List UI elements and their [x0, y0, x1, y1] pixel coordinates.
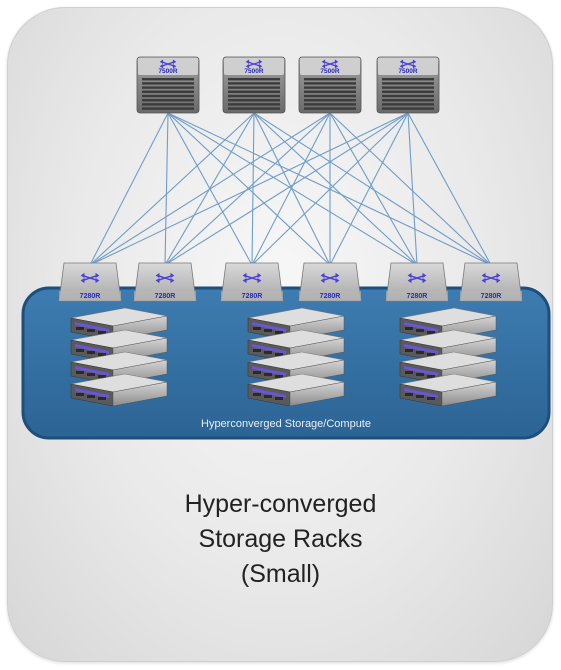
link-line: [329, 112, 409, 266]
switch-arrows-icon: [80, 272, 100, 284]
link-line: [329, 112, 418, 266]
leaf-switch-label: 7280R: [320, 293, 341, 300]
server-unit: [247, 373, 345, 407]
link-line: [164, 112, 169, 266]
server-stacks: [70, 307, 497, 407]
switch-arrows-icon: [407, 272, 427, 284]
leaf-switch: 7280R: [133, 262, 197, 302]
spine-switch-label: 7500R: [158, 68, 177, 75]
leaf-switch: 7280R: [58, 262, 122, 302]
spine-switches: 7500R 7500R 7500R 7500R: [136, 56, 440, 114]
leaf-switch: 7280R: [298, 262, 362, 302]
spine-switch: 7500R: [222, 56, 286, 114]
link-line: [164, 112, 331, 266]
spine-switch: 7500R: [136, 56, 200, 114]
link-line: [89, 112, 255, 266]
spine-switch-label: 7500R: [244, 68, 263, 75]
rack-box-label: Hyperconverged Storage/Compute: [201, 418, 371, 430]
leaf-switch: 7280R: [459, 262, 523, 302]
spine-switch-label: 7500R: [398, 68, 417, 75]
link-line: [253, 112, 331, 266]
caption: Hyper-converged Storage Racks (Small): [0, 487, 561, 592]
spine-switch: 7500R: [298, 56, 362, 114]
switch-arrows-icon: [399, 59, 417, 69]
server-unit: [399, 373, 497, 407]
caption-line-3: (Small): [240, 560, 321, 588]
switch-arrows-icon: [320, 272, 340, 284]
leaf-switch-label: 7280R: [80, 293, 101, 300]
link-line: [253, 112, 418, 266]
leaf-switch-label: 7280R: [242, 293, 263, 300]
switch-arrows-icon: [245, 59, 263, 69]
leaf-switch: 7280R: [385, 262, 449, 302]
switch-arrows-icon: [321, 59, 339, 69]
link-line: [251, 112, 331, 266]
link-line: [251, 112, 255, 266]
caption-line-2: Storage Racks: [198, 525, 363, 553]
leaf-switch-label: 7280R: [155, 293, 176, 300]
leaf-switch-label: 7280R: [481, 293, 502, 300]
link-line: [164, 112, 409, 266]
switch-arrows-icon: [155, 272, 175, 284]
link-line: [253, 112, 492, 266]
server-unit: [70, 373, 168, 407]
link-line: [329, 112, 492, 266]
server-stack-3: [399, 307, 497, 407]
link-lines: [89, 112, 492, 266]
link-line: [89, 112, 169, 266]
spine-switch-label: 7500R: [320, 68, 339, 75]
switch-arrows-icon: [481, 272, 501, 284]
link-line: [407, 112, 418, 266]
link-line: [251, 112, 409, 266]
leaf-switches: 7280R 7280R 7280R 7280R 7280R 7280R: [58, 262, 523, 302]
leaf-switch-label: 7280R: [407, 293, 428, 300]
link-line: [89, 112, 331, 266]
server-stack-2: [247, 307, 345, 407]
spine-switch: 7500R: [376, 56, 440, 114]
switch-arrows-icon: [159, 59, 177, 69]
switch-arrows-icon: [242, 272, 262, 284]
server-unit: [399, 307, 497, 341]
server-stack-1: [70, 307, 168, 407]
link-line: [89, 112, 409, 266]
link-line: [407, 112, 492, 266]
caption-line-1: Hyper-converged: [184, 490, 377, 518]
leaf-switch: 7280R: [220, 262, 284, 302]
